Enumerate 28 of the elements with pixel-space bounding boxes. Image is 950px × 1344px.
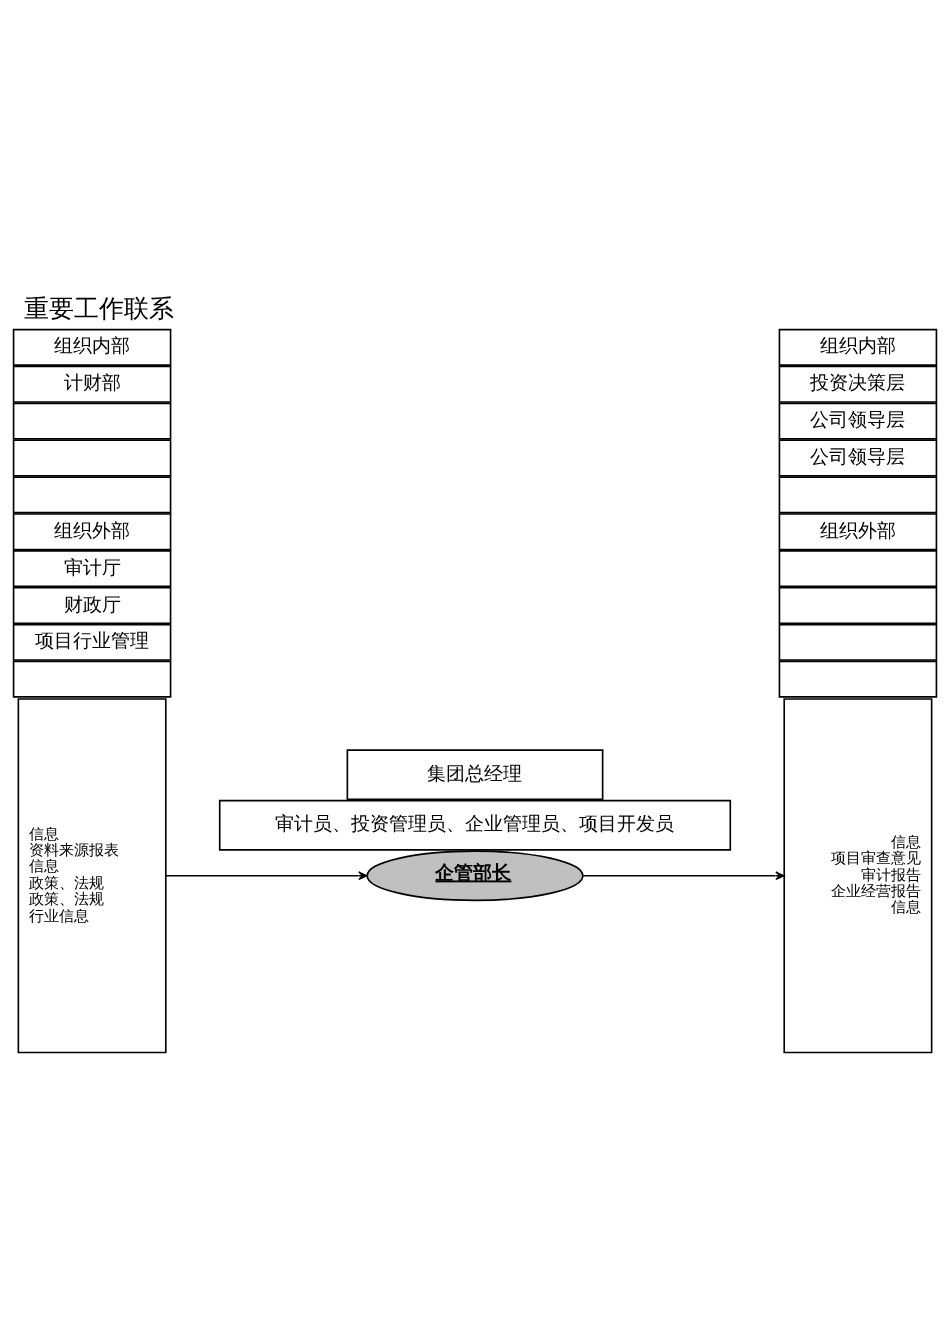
node-box — [778, 660, 938, 698]
node-box — [778, 476, 938, 514]
node-box — [778, 550, 938, 588]
node-box: 信息 资料来源报表 信息 政策、法规 政策、法规 行业信息 — [17, 698, 167, 1054]
node-box: 计财部 — [12, 365, 172, 403]
node-box: 信息 项目审查意见 审计报告 企业经营报告 信息 — [783, 698, 933, 1054]
node-box: 组织内部 — [778, 328, 938, 366]
node-box — [12, 476, 172, 514]
node-box: 公司领导层 — [778, 439, 938, 477]
node-box: 集团总经理 — [346, 749, 604, 801]
diagram-title: 重要工作联系 — [23, 293, 174, 323]
node-box: 财政厅 — [12, 586, 172, 625]
node-box — [12, 402, 172, 440]
node-box: 组织外部 — [12, 513, 172, 551]
arrow — [582, 871, 785, 881]
node-box — [778, 586, 938, 625]
node-box: 审计员、投资管理员、企业管理员、项目开发员 — [218, 799, 732, 851]
node-box: 组织外部 — [778, 513, 938, 551]
node-box: 组织内部 — [12, 328, 172, 366]
node-box: 投资决策层 — [778, 365, 938, 403]
node-box: 项目行业管理 — [12, 623, 172, 661]
arrow — [165, 871, 368, 881]
node-ellipse: 企管部长 — [366, 850, 584, 902]
node-box — [12, 660, 172, 698]
node-box: 审计厅 — [12, 550, 172, 588]
node-box: 公司领导层 — [778, 402, 938, 440]
node-box — [12, 439, 172, 477]
node-box — [778, 623, 938, 661]
